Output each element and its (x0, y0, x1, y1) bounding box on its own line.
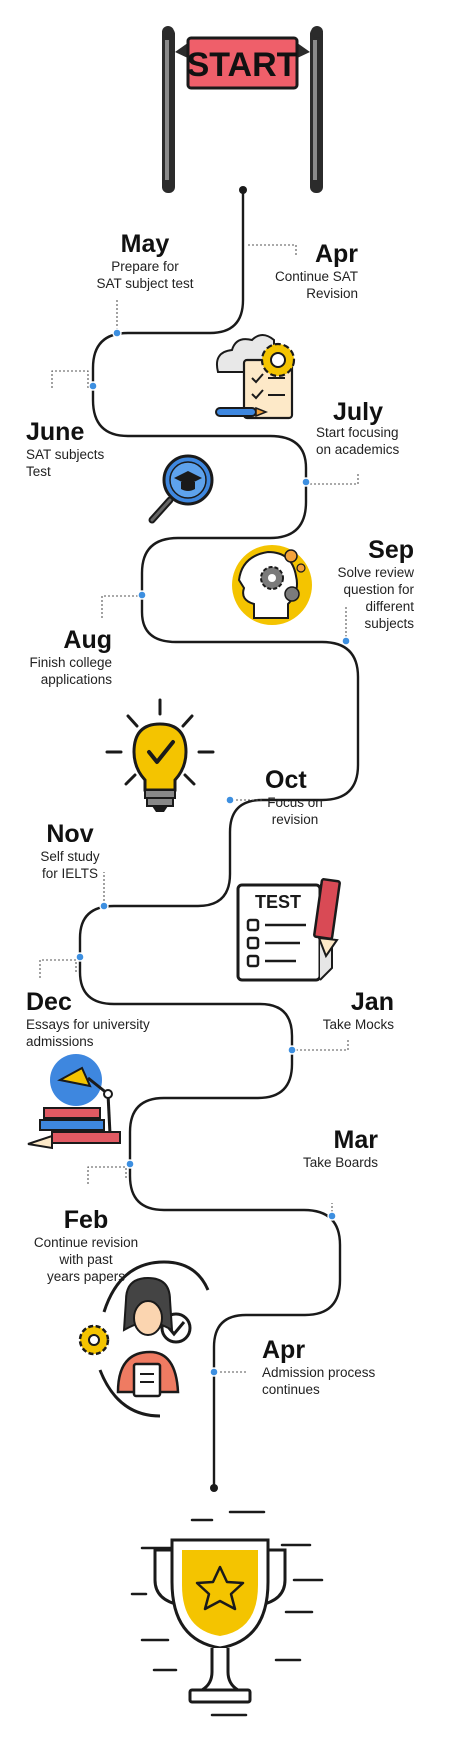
start-banner-icon: START (162, 26, 323, 193)
milestone-month: Feb (63, 1206, 109, 1234)
milestone-desc: Continue revision with past years papers (33, 1235, 139, 1284)
milestone-month: Aug (63, 626, 112, 654)
magnifier-graduation-icon (148, 454, 214, 524)
milestone-month: July (332, 398, 383, 426)
gears-document-icon (215, 334, 296, 420)
leader-lines (39, 244, 359, 1373)
test-sheet-label: TEST (255, 892, 301, 912)
books-lamp-icon (27, 1054, 121, 1150)
milestone-desc: Prepare for SAT subject test (96, 259, 194, 291)
milestone-month: Apr (262, 1336, 306, 1364)
milestone-desc: Solve review question for different subj… (337, 565, 414, 631)
milestone-month: Apr (314, 240, 358, 268)
lightbulb-check-icon (105, 698, 215, 812)
milestone-desc: Admission process continues (262, 1365, 376, 1397)
trophy-star-icon (130, 1510, 324, 1717)
milestone-month: May (120, 230, 170, 258)
milestone-month: Oct (265, 766, 307, 794)
timeline-nodes (75, 328, 351, 1377)
milestone-desc: Continue SAT Revision (274, 269, 358, 301)
milestone-month: June (26, 418, 85, 446)
start-label: START (187, 46, 298, 84)
milestone-desc: Take Mocks (322, 1017, 394, 1032)
milestone-desc: Self study for IELTS (40, 849, 100, 881)
person-process-icon (78, 1260, 210, 1418)
milestone-month: Jan (350, 988, 394, 1016)
milestone-month: Mar (333, 1126, 378, 1154)
milestone-month: Dec (26, 988, 72, 1016)
milestone-desc: Focus on revision (267, 795, 323, 827)
milestone-desc: Finish college applications (29, 655, 112, 687)
milestone-month: Sep (368, 536, 414, 564)
test-sheet-icon: TEST (236, 878, 341, 982)
milestone-desc: Take Boards (302, 1155, 378, 1170)
milestone-desc: Start focusing on academics (316, 425, 400, 457)
head-gears-icon (232, 545, 312, 625)
milestone-desc: SAT subjects Test (26, 447, 105, 479)
milestone-desc: Essays for university admissions (26, 1017, 150, 1049)
timeline-path (78, 188, 360, 1490)
milestone-month: Nov (46, 820, 94, 848)
